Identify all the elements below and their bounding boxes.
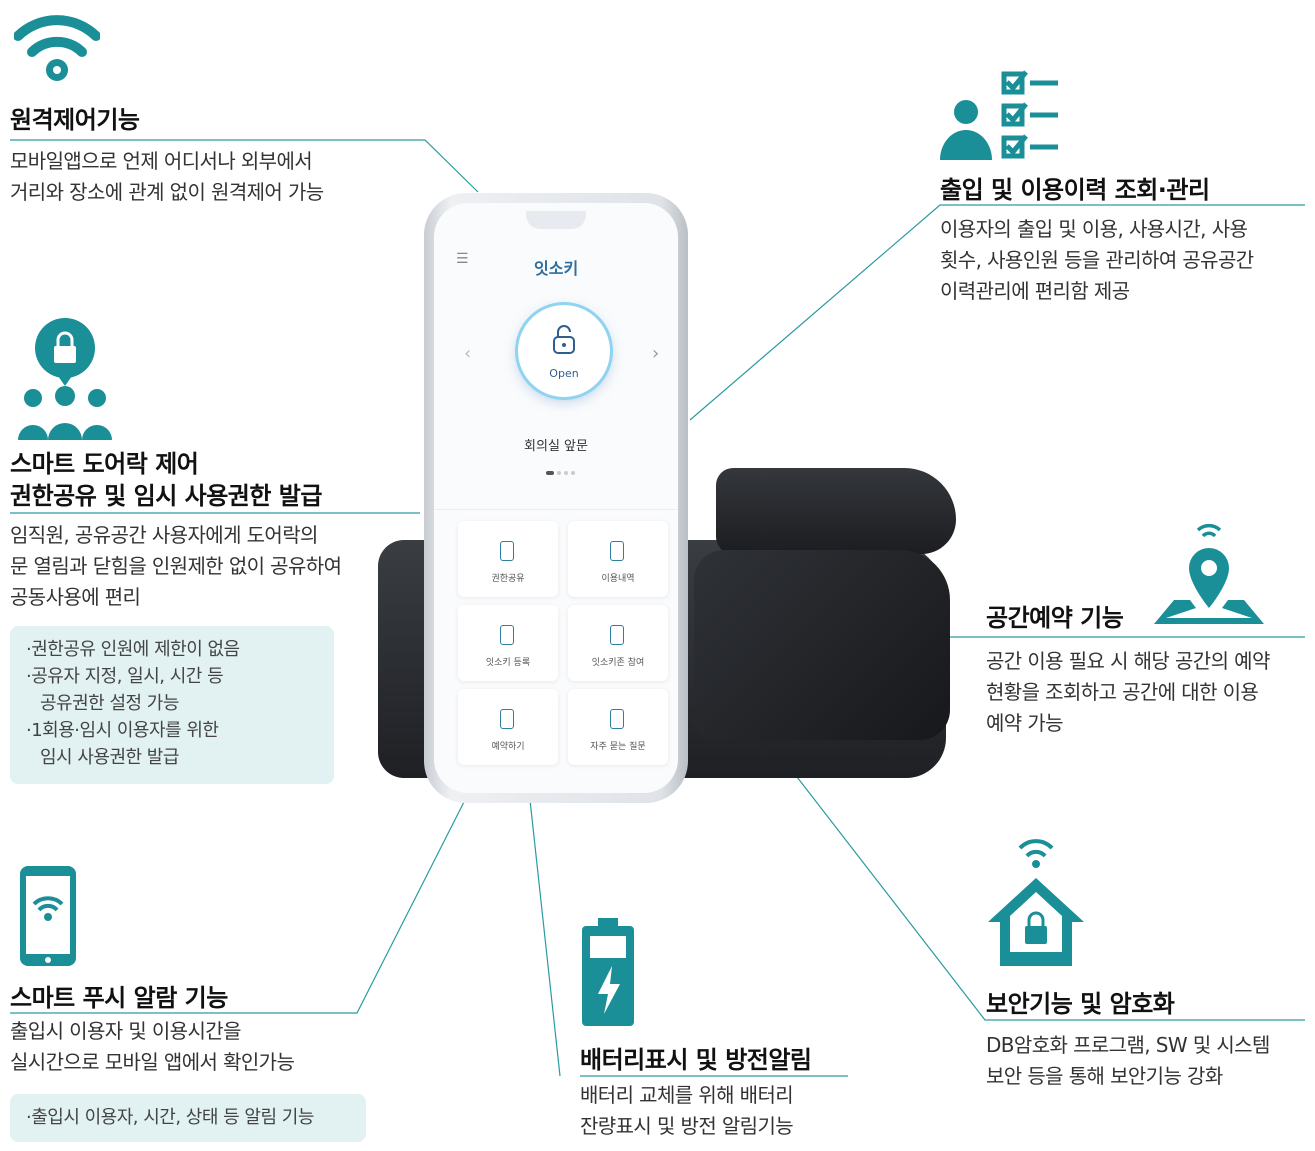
page-indicator [546,471,575,475]
smartphone-icon [20,866,76,966]
checklist-user-icon [940,70,1058,160]
push-title: 스마트 푸시 알람 기능 [10,984,228,1012]
remote-title: 원격제어기능 [10,106,140,134]
door-lock-face [694,550,950,740]
battery-icon [582,918,634,1026]
app-logo: 잇소키 [534,259,579,278]
tile-share[interactable]: 권한공유 [458,521,558,597]
security-title: 보안기능 및 암호화 [986,990,1175,1018]
share-bullets: ·권한공유 인원에 제한이 없음·공유자 지정, 일시, 시간 등 공유권한 설… [10,626,334,784]
open-button[interactable]: Open [518,305,610,397]
chevron-right-icon[interactable]: › [652,343,660,364]
unlock-icon [553,325,575,354]
chevron-left-icon[interactable]: ‹ [464,343,472,364]
tile-reserve[interactable]: 예약하기 [458,689,558,765]
location-reserve-icon [1154,523,1264,624]
menu-icon[interactable]: ☰ [456,251,469,267]
reserve-title: 공간예약 기능 [986,604,1124,632]
secure-home-icon [988,839,1084,966]
history-title: 출입 및 이용이력 조회·관리 [940,176,1210,204]
room-name: 회의실 앞문 [524,439,588,454]
tile-faq[interactable]: 자주 묻는 질문 [568,689,668,765]
tile-register[interactable]: 잇소키 등록 [458,605,558,681]
tile-zone[interactable]: 잇소키존 참여 [568,605,668,681]
shared-lock-users-icon [18,318,112,440]
phone-notch [526,211,586,229]
smartphone: ☰ 잇소키 ‹ › Open 회의실 앞문 권한공유 이용내역 잇소키 등록 잇… [424,193,688,803]
wifi-icon [14,15,100,81]
battery-title: 배터리표시 및 방전알림 [580,1046,812,1074]
app-screen: ☰ 잇소키 ‹ › Open 회의실 앞문 권한공유 이용내역 잇소키 등록 잇… [434,203,678,793]
door-lock-handle [716,468,956,554]
tile-history[interactable]: 이용내역 [568,521,668,597]
push-bullets: ·출입시 이용자, 시간, 상태 등 알림 기능 [10,1094,366,1142]
